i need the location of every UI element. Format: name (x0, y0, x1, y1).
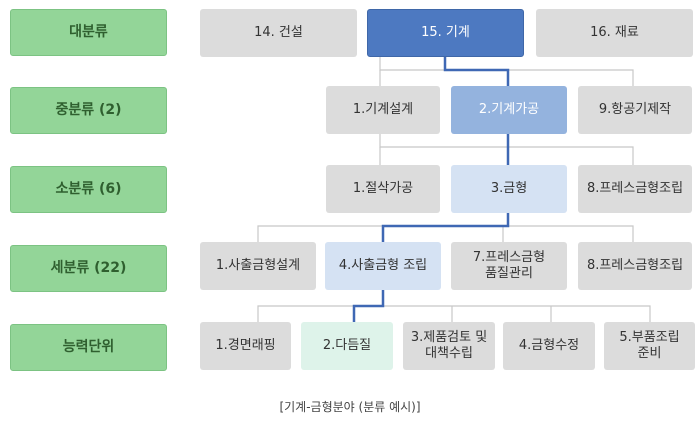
level-label-sub: 세분류 (22) (10, 245, 167, 292)
connector-minor-sub (257, 225, 634, 242)
connector-middle-minor (379, 134, 634, 165)
minor-node-mold: 3.금형 (451, 165, 567, 213)
connector-major-middle (379, 57, 634, 86)
connector-sub-units (257, 305, 651, 322)
highlight-minor-sub (381, 212, 510, 242)
unit-node-parts-prep: 5.부품조립 준비 (604, 322, 695, 370)
major-node-materials: 16. 재료 (536, 9, 693, 57)
major-node-construction: 14. 건설 (200, 9, 357, 57)
middle-node-machining: 2.기계가공 (451, 86, 567, 134)
level-label-major: 대분류 (10, 9, 167, 56)
middle-node-aircraft: 9.항공기제작 (578, 86, 692, 134)
sub-node-press-assembly: 8.프레스금형조립 (578, 242, 692, 290)
level-label-minor: 소분류 (6) (10, 166, 167, 213)
highlight-sub-unit (352, 290, 385, 322)
level-label-middle: 중분류 (2) (10, 87, 167, 134)
unit-node-mold-modify: 4.금형수정 (503, 322, 595, 370)
minor-node-cutting: 1.절삭가공 (326, 165, 440, 213)
diagram-caption: [기계-금형분야 (분류 예시)] (279, 400, 421, 414)
highlight-major-middle (443, 57, 510, 86)
unit-node-lapping: 1.경면래핑 (200, 322, 291, 370)
sub-node-press-quality: 7.프레스금형 품질관리 (451, 242, 567, 290)
highlight-path (352, 57, 510, 322)
major-node-machinery: 15. 기계 (367, 9, 524, 57)
sub-node-injection-design: 1.사출금형설계 (200, 242, 316, 290)
unit-node-finishing: 2.다듬질 (301, 322, 393, 370)
level-label-unit: 능력단위 (10, 324, 167, 371)
sub-node-injection-assembly: 4.사출금형 조립 (325, 242, 441, 290)
minor-node-press-assembly: 8.프레스금형조립 (578, 165, 692, 213)
middle-node-design: 1.기계설계 (326, 86, 440, 134)
unit-node-review: 3.제품검토 및 대책수립 (403, 322, 495, 370)
